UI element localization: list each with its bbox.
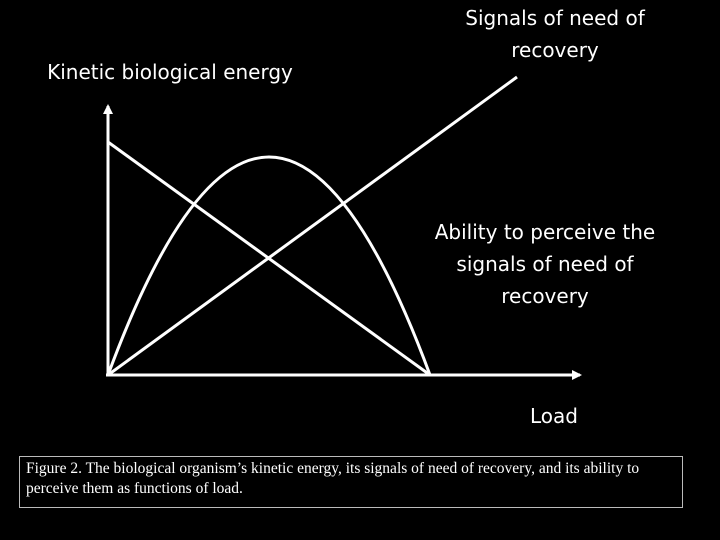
signals-line — [107, 75, 518, 377]
signals-label: Signals of need of recovery — [465, 6, 645, 62]
ability-curve — [106, 155, 432, 376]
ability-label: Ability to perceive the signals of need … — [434, 220, 656, 308]
y-axis-label: Kinetic biological energy — [47, 60, 293, 84]
x-axis-label: Load — [530, 404, 578, 428]
figure-caption: Figure 2. The biological organism’s kine… — [19, 456, 683, 508]
